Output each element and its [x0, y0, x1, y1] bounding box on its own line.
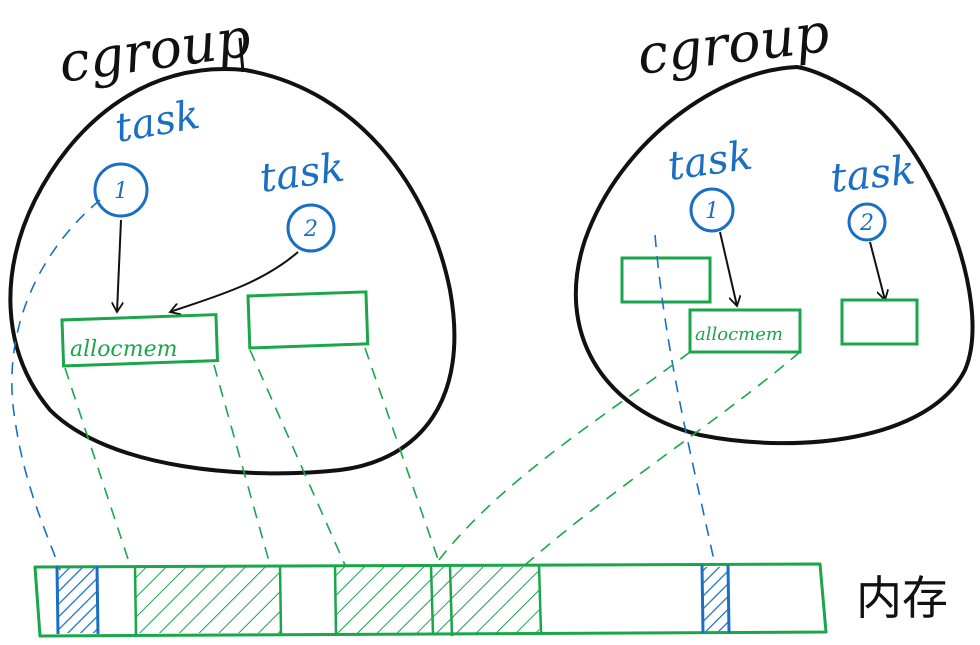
mem-hatch-blue-2 [702, 567, 728, 633]
right-cgroup: cgroup task 1 task 2 allocmem [573, 1, 975, 446]
right-task-b-label: task [828, 147, 917, 202]
mem-hatch-blue-1 [57, 567, 97, 633]
map-green-4 [364, 347, 441, 566]
right-alloc-label: allocmem [695, 324, 783, 345]
mem-hatch-green-1 [135, 567, 280, 633]
left-task-a-circle: 1 [93, 162, 149, 218]
right-cgroup-outline [573, 64, 975, 446]
right-task-b-arrow [869, 241, 885, 300]
memory-outline [33, 562, 828, 638]
left-task-a-number: 1 [114, 179, 128, 204]
right-alloc-block: allocmem [688, 308, 802, 354]
memory-dividers [133, 564, 543, 637]
left-alloc-label: allocmem [70, 337, 178, 362]
right-task-b-circle: 2 [847, 202, 887, 242]
memory-label: 内存 [856, 571, 948, 625]
left-task-b-number: 2 [303, 217, 318, 242]
right-task-a-circle: 1 [689, 187, 735, 233]
right-cgroup-label: cgroup [634, 1, 833, 87]
map-green-6 [524, 351, 801, 566]
left-task-a-label: task [112, 92, 203, 152]
memory-bar: 内存 [33, 562, 948, 638]
left-task-b-arrow [170, 251, 299, 312]
memory-blue-dividers [55, 564, 731, 635]
left-cgroup-knot [238, 37, 245, 73]
mem-hatch-green-2 [335, 567, 431, 633]
left-task-a-arrow [117, 219, 121, 312]
mem-hatch-green-3 [431, 567, 539, 633]
left-empty-block [246, 290, 370, 350]
map-green-1 [64, 367, 131, 566]
mapping-lines [11, 199, 801, 571]
left-cgroup: cgroup task 1 task 2 allocmem [8, 6, 457, 476]
right-task-a-number: 1 [705, 199, 719, 224]
map-green-3 [249, 349, 346, 566]
map-green-5 [434, 351, 691, 566]
right-empty-block [840, 298, 919, 346]
map-blue-right [654, 234, 716, 566]
right-task-a-label: task [665, 133, 755, 190]
left-cgroup-outline [8, 67, 457, 476]
left-task-b-label: task [257, 145, 347, 202]
map-blue-left [11, 199, 101, 571]
right-upper-block [620, 256, 712, 304]
map-green-2 [213, 364, 271, 566]
right-task-b-number: 2 [859, 211, 874, 236]
right-task-a-arrow [719, 231, 737, 306]
left-alloc-block: allocmem [60, 313, 220, 368]
left-task-b-circle: 2 [286, 203, 336, 253]
